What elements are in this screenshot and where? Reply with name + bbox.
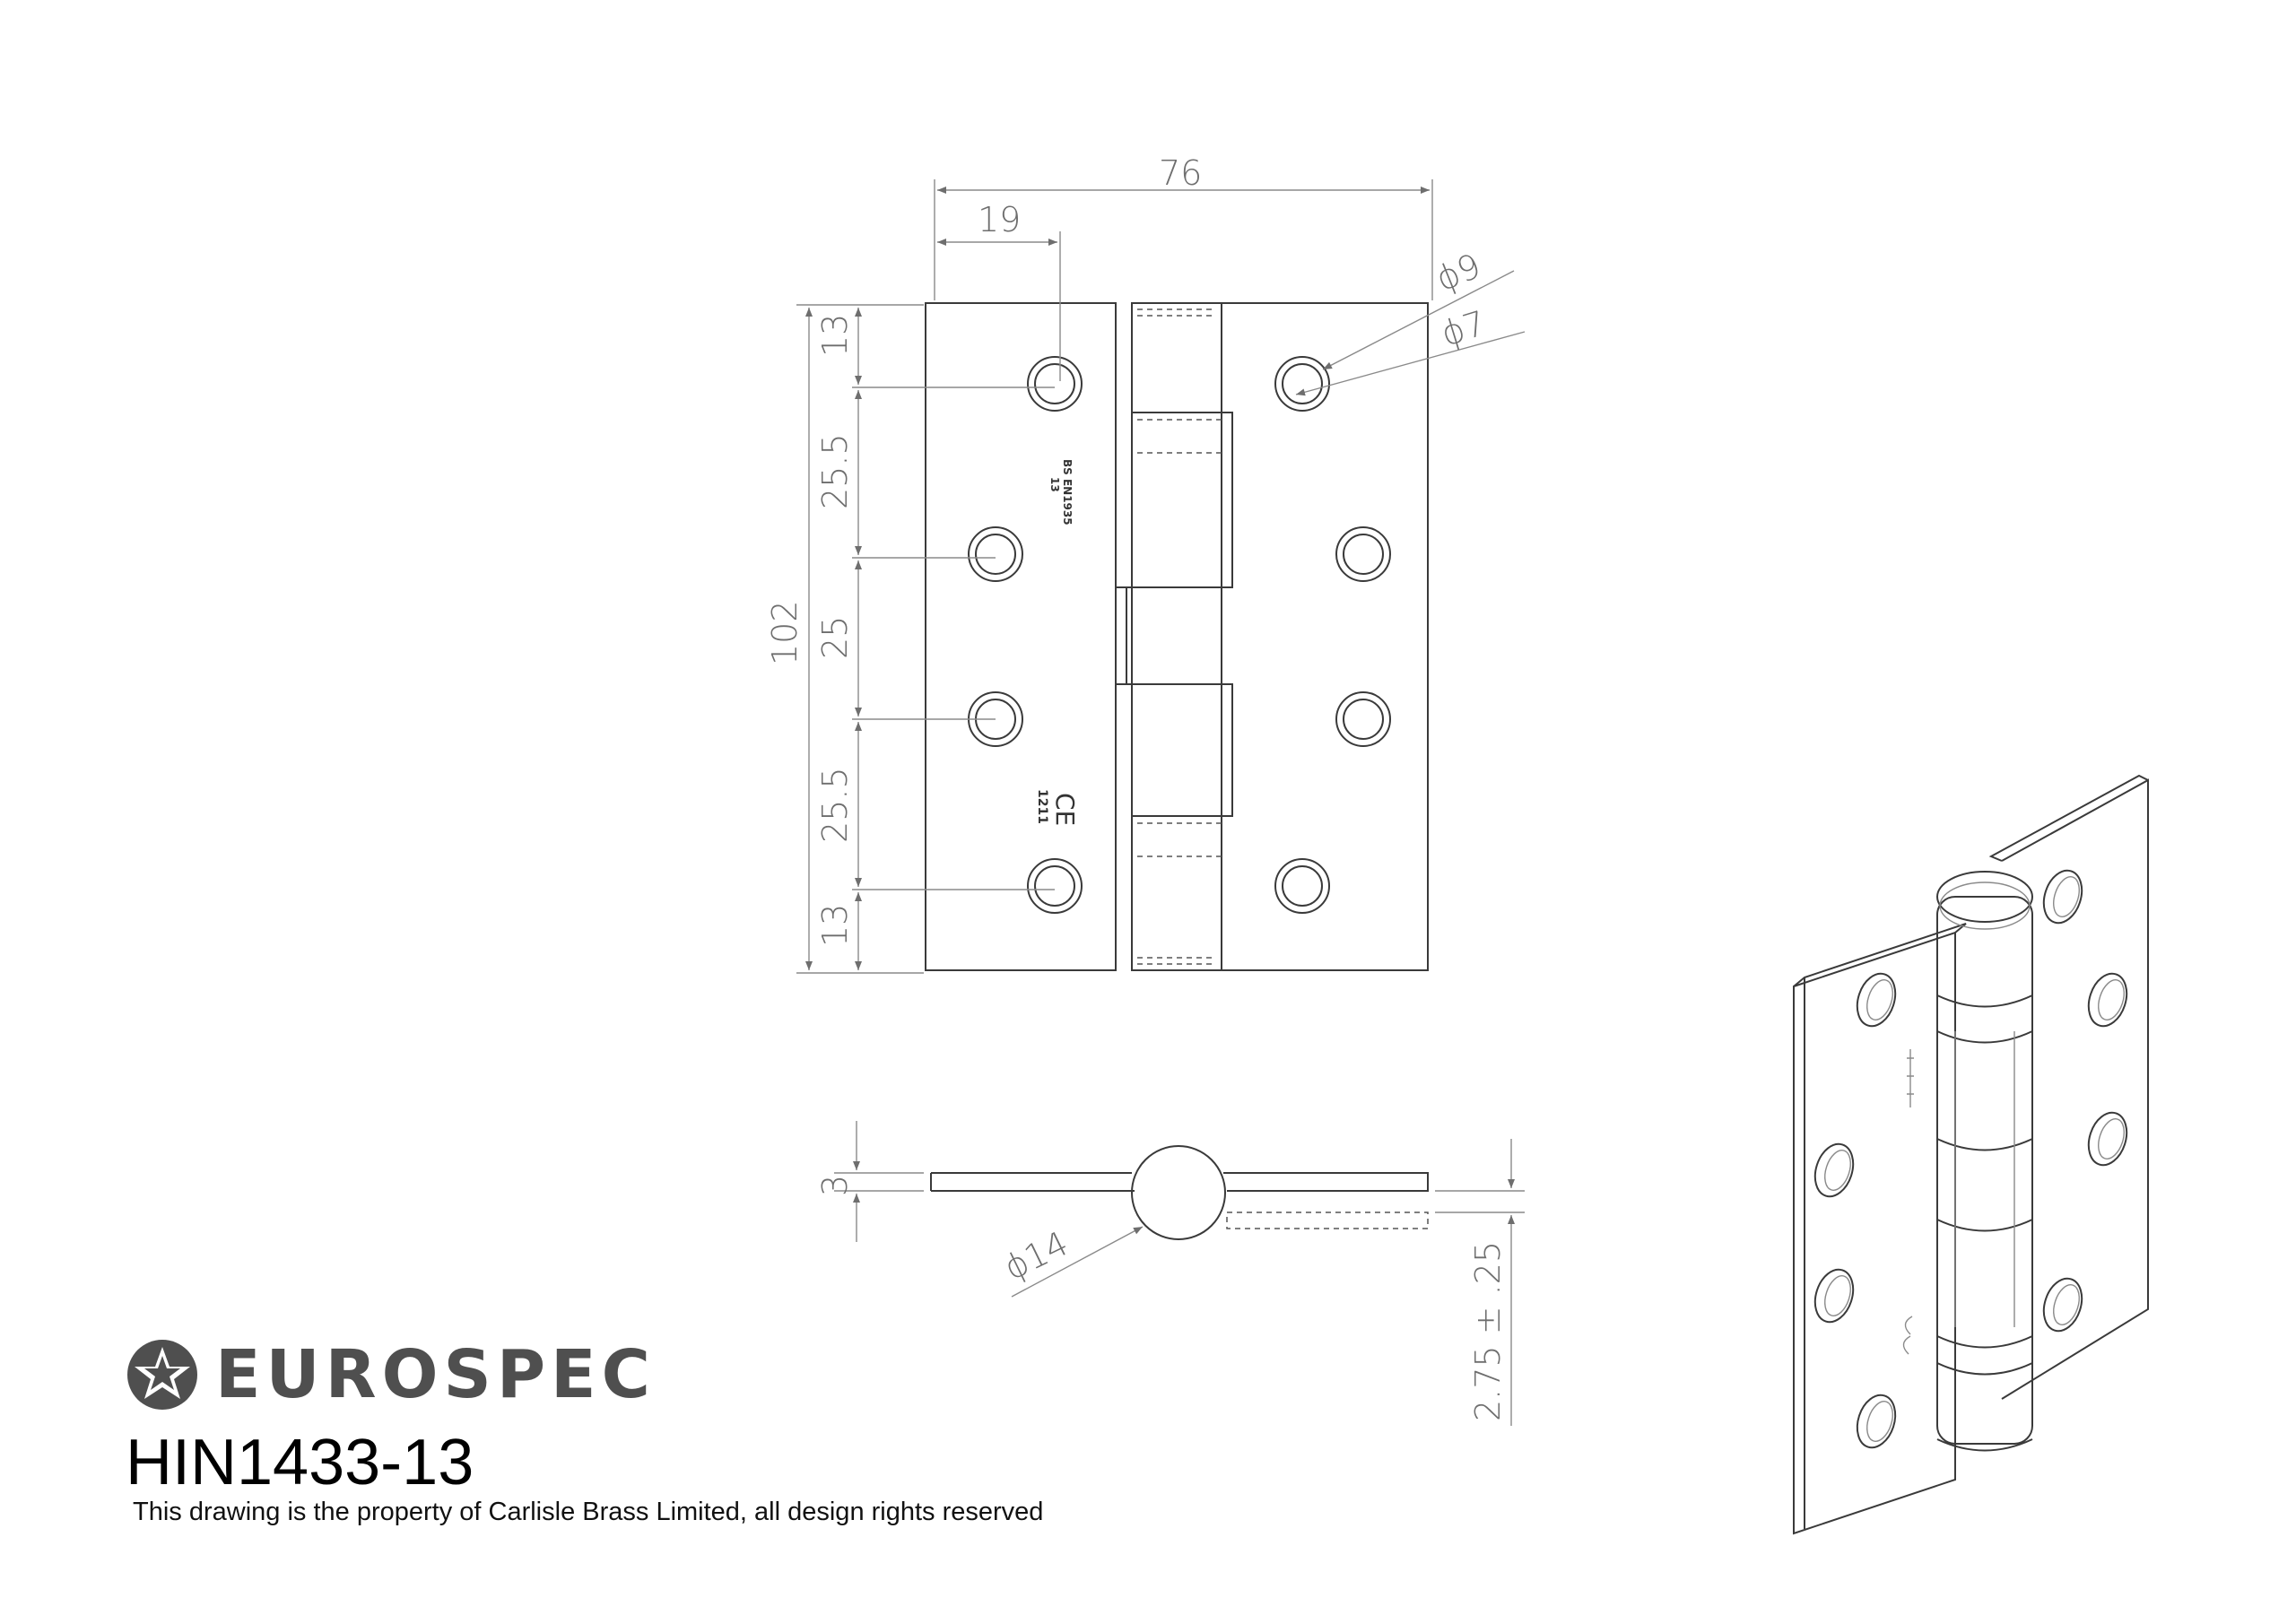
star-in-circle-icon: [127, 1340, 197, 1410]
hole: [1335, 691, 1391, 747]
hole: [968, 526, 1023, 582]
knuckle-section: [1131, 1145, 1226, 1240]
dim-outer-dia: ϕ9: [1431, 246, 1486, 299]
dim-gap: 2.75 ± .25: [1468, 1241, 1508, 1421]
dim-seg5: 13: [815, 904, 855, 947]
hole: [1335, 526, 1391, 582]
brand-name: EUROSPEC: [215, 1336, 656, 1413]
hole: [1282, 865, 1323, 907]
dim-seg4: 25.5: [815, 767, 855, 843]
right-leaf: [1222, 302, 1429, 971]
dim-inner-dia: ϕ7: [1437, 303, 1491, 353]
hole: [975, 534, 1016, 575]
left-holes: [968, 356, 1083, 914]
ce-number: 1211: [1035, 789, 1049, 824]
dim-thickness: 3: [815, 1175, 855, 1196]
dim-height-total: 102: [765, 600, 804, 665]
rights-notice: This drawing is the property of Carlisle…: [133, 1498, 1044, 1526]
dim-seg2: 25.5: [815, 433, 855, 509]
hole: [1274, 858, 1330, 914]
hole: [1027, 356, 1083, 412]
brand-logo: EUROSPEC: [126, 1336, 656, 1413]
left-leaf: [925, 302, 1127, 971]
hole: [1034, 865, 1075, 907]
bs-stamp-line2: 13: [1048, 477, 1061, 492]
side-view: 3 ϕ14 2.75 ± .25: [815, 1121, 1525, 1426]
dim-seg1: 13: [815, 314, 855, 357]
front-dimensions: 76 19 ϕ9 ϕ7 102 13 25.5 25 25.5 13: [765, 153, 1526, 974]
dim-hole-offset: 19: [978, 200, 1021, 239]
dim-knuckle-dia: ϕ14: [998, 1223, 1074, 1288]
hidden-leaf: [1226, 1211, 1429, 1229]
dim-width-total: 76: [1159, 153, 1202, 193]
knuckle-segments: [1126, 412, 1233, 817]
bs-stamp-line1: BS EN1935: [1061, 459, 1074, 525]
hole: [1034, 363, 1075, 404]
product-code: HIN1433-13: [126, 1427, 474, 1498]
knuckle-strip: [1131, 302, 1222, 971]
front-view: BS EN1935 13 CE 1211: [925, 302, 1429, 971]
right-holes: [1274, 356, 1391, 914]
hole: [1274, 356, 1330, 412]
hole: [1343, 534, 1384, 575]
hole: [1027, 858, 1083, 914]
hole: [1282, 363, 1323, 404]
dim-seg3: 25: [815, 616, 855, 659]
hidden-pins: [1137, 308, 1222, 965]
hole: [1343, 699, 1384, 740]
isometric-view: [1793, 774, 2149, 1535]
ce-stamp: CE: [1050, 793, 1080, 826]
